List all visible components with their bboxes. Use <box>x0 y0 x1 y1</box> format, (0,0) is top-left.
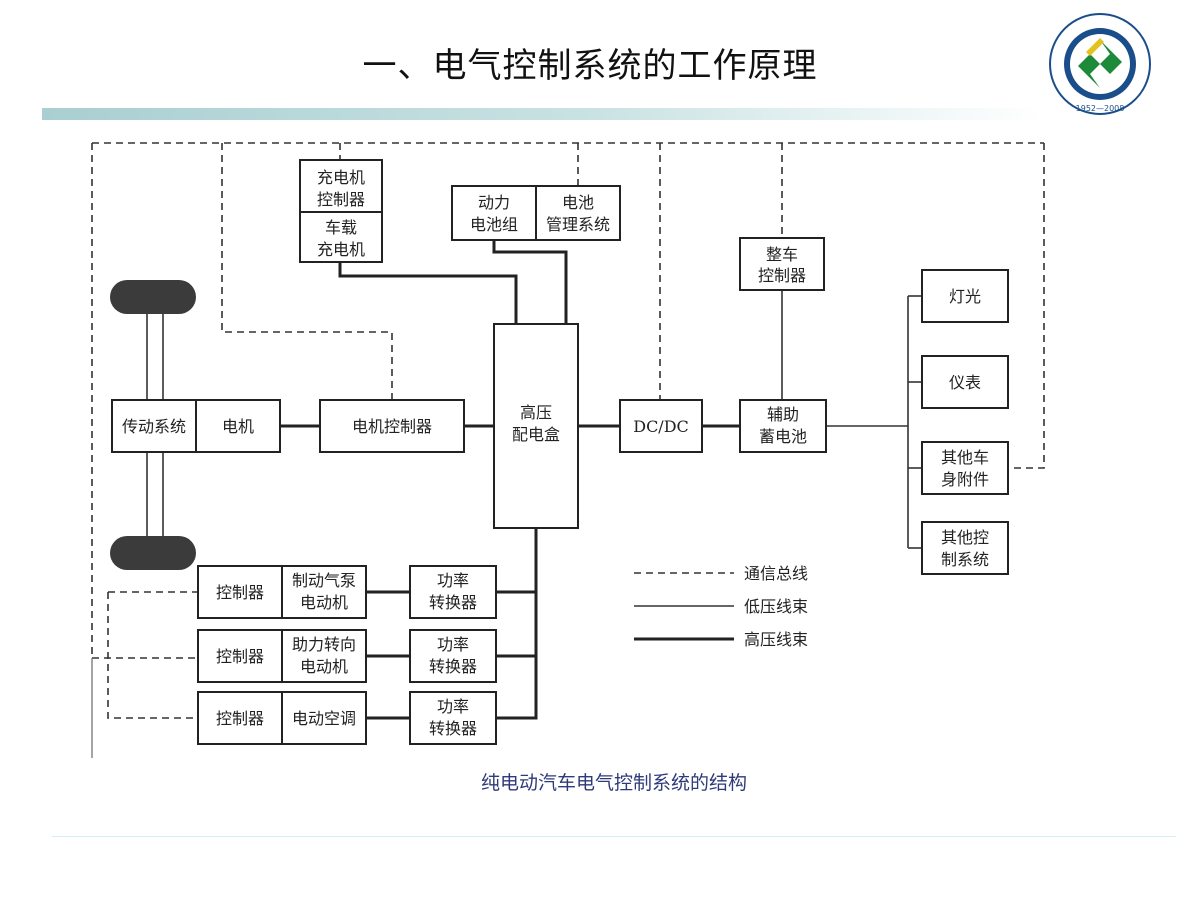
vcu-label-2: 控制器 <box>758 266 806 285</box>
subsystem-1-device-label-2: 电动机 <box>300 593 348 612</box>
other-control-label-2: 制系统 <box>941 550 989 569</box>
figure-caption: 纯电动汽车电气控制系统的结构 <box>480 772 747 794</box>
body-accessories-label-1: 其他车 <box>941 448 989 467</box>
hv-distribution-box <box>493 323 579 529</box>
lights-box <box>921 269 1009 323</box>
subsystem-2-device-label-2: 电动机 <box>300 657 348 676</box>
university-logo-icon: 1952—2008 <box>1049 13 1151 115</box>
lights-label: 灯光 <box>949 287 981 306</box>
charger-controller-label-1: 充电机 <box>317 168 365 187</box>
converter-1-label-1: 功率 <box>437 571 469 590</box>
page-title: 一、电气控制系统的工作原理 <box>362 46 818 86</box>
converter-3-label-2: 转换器 <box>429 719 477 738</box>
wheel-icon <box>110 280 196 314</box>
dcdc-box <box>619 399 703 453</box>
body-accessories-box <box>921 441 1009 495</box>
legend-bus-label: 通信总线 <box>744 564 808 583</box>
legend-low-voltage-label: 低压线束 <box>744 597 808 616</box>
subsystem-1-controller-label: 控制器 <box>216 583 264 602</box>
logo-year-text: 1952—2008 <box>1076 104 1125 113</box>
converter-1-label-2: 转换器 <box>429 593 477 612</box>
subsystem-3-device-label-1: 电动空调 <box>292 709 356 728</box>
title-underline-bar <box>42 108 1042 120</box>
charger-controller-label-2: 控制器 <box>317 190 365 209</box>
body-accessories-label-2: 身附件 <box>941 470 989 489</box>
low-voltage-lines <box>146 290 922 549</box>
legend: 通信总线 低压线束 高压线束 <box>634 564 808 649</box>
motor-label: 电机 <box>222 417 254 436</box>
motor-controller-box <box>319 399 465 453</box>
subsystem-1-device-label-1: 制动气泵 <box>292 571 356 590</box>
other-control-label-1: 其他控 <box>941 528 989 547</box>
vcu-label-1: 整车 <box>766 245 798 264</box>
onboard-charger-label-1: 车载 <box>325 218 357 237</box>
hv-box-label-2: 配电盒 <box>512 425 560 444</box>
hv-box-label-1: 高压 <box>520 403 552 422</box>
bms-label-2: 管理系统 <box>546 215 610 234</box>
dcdc-label: DC/DC <box>633 417 689 436</box>
converter-3-label-1: 功率 <box>437 697 469 716</box>
bottom-divider <box>52 836 1176 837</box>
converter-2-label-2: 转换器 <box>429 657 477 676</box>
converter-3-box <box>409 691 497 745</box>
meters-label: 仪表 <box>949 373 981 392</box>
legend-high-voltage-label: 高压线束 <box>744 630 808 649</box>
motor-controller-label: 电机控制器 <box>352 417 432 436</box>
transmission-label: 传动系统 <box>122 417 186 436</box>
converter-1-box <box>409 565 497 619</box>
vcu-box <box>739 237 825 291</box>
subsystem-2-controller-label: 控制器 <box>216 647 264 666</box>
onboard-charger-label-2: 充电机 <box>317 240 365 259</box>
aux-battery-label-1: 辅助 <box>767 405 799 424</box>
other-control-box <box>921 521 1009 575</box>
high-voltage-lines <box>280 240 740 720</box>
aux-battery-box <box>739 399 827 453</box>
converter-2-box <box>409 629 497 683</box>
subsystem-3-controller-label: 控制器 <box>216 709 264 728</box>
subsystem-2-device-label-1: 助力转向 <box>292 635 356 654</box>
battery-pack-label-2: 电池组 <box>470 215 518 234</box>
converter-2-label-1: 功率 <box>437 635 469 654</box>
aux-battery-label-2: 蓄电池 <box>759 427 807 446</box>
bms-label-1: 电池 <box>562 193 594 212</box>
wheel-icon <box>110 536 196 570</box>
meters-box <box>921 355 1009 409</box>
comm-bus-lines <box>91 142 1045 719</box>
battery-pack-label-1: 动力 <box>478 193 510 212</box>
